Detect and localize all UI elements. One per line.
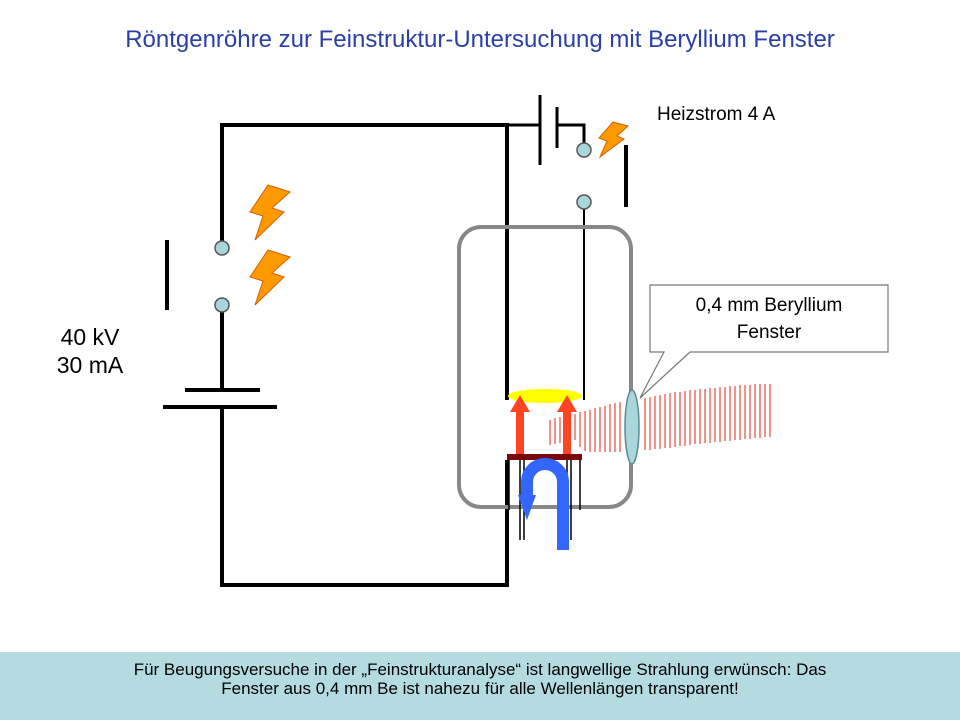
- callout-line-1: 0,4 mm Beryllium: [695, 295, 843, 316]
- spark-icon-heater: [598, 121, 630, 159]
- window-callout: [639, 284, 889, 399]
- footer-note: Für Beugungsversuche in der „Feinstruktu…: [0, 652, 960, 720]
- terminal-heater-bottom: [576, 194, 592, 210]
- main-circuit-wires: [220, 123, 509, 587]
- spark-icon-upper: [249, 184, 291, 241]
- terminal-lower-left: [214, 297, 230, 313]
- spark-icon-lower: [249, 249, 291, 306]
- heater-current-label: Heizstrom 4 A: [657, 104, 776, 125]
- footer-text: Für Beugungsversuche in der „Feinstruktu…: [30, 660, 930, 698]
- page-title: Röntgenröhre zur Feinstruktur-Untersuchu…: [125, 26, 835, 53]
- callout-line-2: Fenster: [736, 322, 802, 343]
- cathode: [507, 454, 582, 460]
- tube-envelope: [457, 225, 633, 509]
- supply-voltage: 40 kV: [60, 324, 120, 350]
- terminal-heater-top: [576, 142, 592, 158]
- anode: [508, 389, 582, 403]
- hv-supply-label: 40 kV 30 mA: [30, 323, 150, 379]
- beryllium-window: [624, 389, 640, 465]
- electron-beam: [510, 395, 577, 455]
- window-callout-text: 0,4 mm Beryllium Fenster: [651, 292, 887, 346]
- footer-line-1: Für Beugungsversuche in der „Feinstruktu…: [133, 660, 827, 679]
- heater-battery: [507, 95, 586, 165]
- heater-current-arrow: [518, 458, 569, 550]
- terminal-upper-left: [214, 240, 230, 256]
- footer-line-2: Fenster aus 0,4 mm Be ist nahezu für all…: [221, 679, 739, 698]
- cathode-filament: [508, 460, 581, 540]
- supply-current: 30 mA: [56, 352, 124, 378]
